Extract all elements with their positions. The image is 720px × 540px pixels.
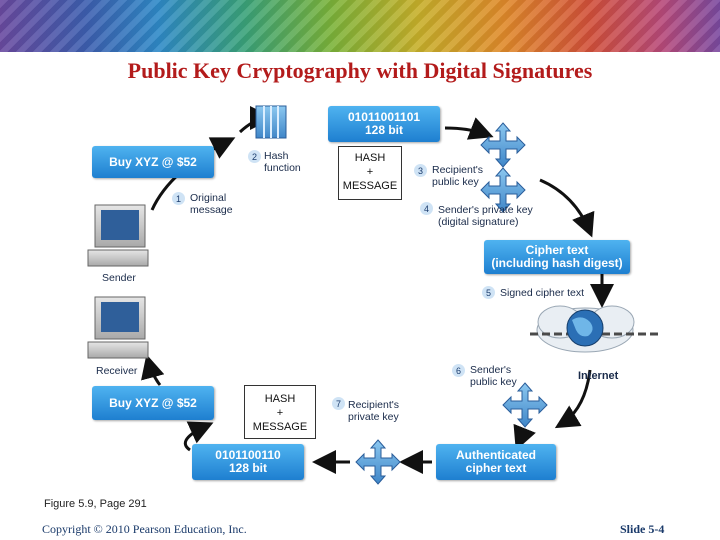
step-number-6: 6 [452,364,465,377]
slide-title: Public Key Cryptography with Digital Sig… [127,58,593,83]
slide-number: Slide 5-4 [620,522,665,536]
arrow-key4-to-cipher [539,178,595,238]
key-icon-7 [355,439,401,485]
internet-label: Internet [578,370,619,382]
key-icon-6 [502,382,548,428]
step-label-3: Recipient's public key [432,164,484,188]
hash-digest-bottom-box: 0101100110 128 bit [192,444,304,480]
copyright-notice: Copyright © 2010 Pearson Education, Inc. [42,522,247,536]
step-number-4: 4 [420,202,433,215]
step-label-4: Sender's private key (digital signature) [438,204,533,228]
key-icon-3 [480,122,526,168]
decorative-banner [0,0,720,52]
step-number-5: 5 [482,286,495,299]
arrow-key6-to-auth [513,423,536,451]
arrow-bits-to-key3 [444,117,494,140]
step-label-1: Original message [190,192,233,216]
step-label-6: Sender's public key [470,364,517,388]
step-label-2: Hash function [264,150,301,174]
arrow-buy-to-receiver [141,354,165,386]
decrypted-message-box: Buy XYZ @ $52 [92,386,214,420]
figure-caption: Figure 5.9, Page 291 [44,498,147,510]
receiver-label: Receiver [96,365,138,377]
arrow-internet-to-key6 [554,369,592,429]
internet-cloud-icon [530,305,660,353]
step-number-2: 2 [248,150,261,163]
key-icon-4 [480,167,526,213]
sender-label: Sender [102,272,136,284]
hash-digest-top-box: 01011001101 128 bit [328,106,440,142]
step-number-3: 3 [414,164,427,177]
hash-message-overlay-bottom: HASH + MESSAGE [244,385,316,439]
hash-message-overlay-top: HASH + MESSAGE [338,146,402,200]
authenticated-cipher-box: Authenticated cipher text [436,444,556,480]
cipher-text-box: Cipher text (including hash digest) [484,240,630,274]
step-number-1: 1 [172,192,185,205]
title-card [40,52,680,92]
original-message-box: Buy XYZ @ $52 [92,146,214,178]
hash-function-icon [255,105,287,139]
step-label-7: Recipient's private key [348,399,400,423]
receiver-computer-icon [87,296,149,359]
step-number-7: 7 [332,397,345,410]
sender-computer-icon [87,204,149,267]
step-label-5: Signed cipher text [500,287,585,299]
arrow-bits-to-buy [184,421,214,452]
